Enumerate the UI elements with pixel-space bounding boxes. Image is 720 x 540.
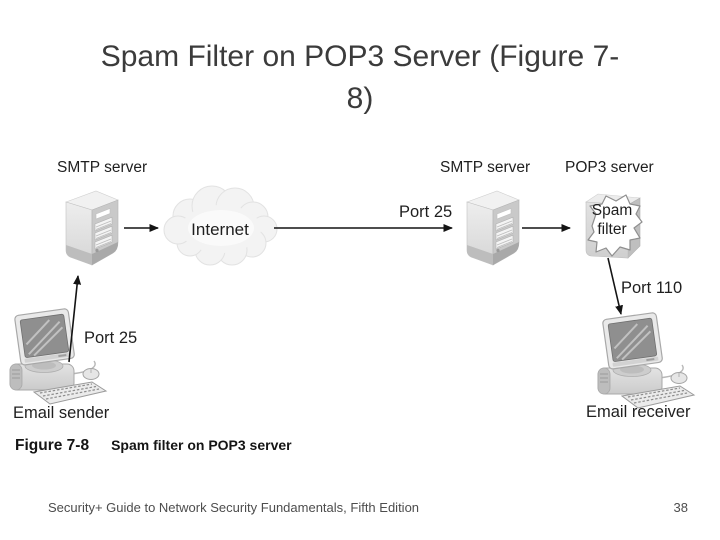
smtp-server-left-icon [65,190,119,266]
spam-filter-label: Spam filter [591,202,633,238]
pop3-server-label: POP3 server [565,159,654,176]
internet-cloud-icon [163,185,278,266]
slide-title: Spam Filter on POP3 Server (Figure 7- 8) [0,36,720,120]
port110-label: Port 110 [621,279,683,297]
footer-book-title: Security+ Guide to Network Security Fund… [48,500,420,515]
port25-internet-label: Port 25 [399,203,453,221]
smtp-server-left-label: SMTP server [57,159,148,176]
port25-sender-label: Port 25 [84,329,138,347]
smtp-server-right-label: SMTP server [440,159,531,176]
email-sender-computer-icon [9,307,107,405]
figure-caption-text: Spam filter on POP3 server [111,437,292,453]
internet-label: Internet [191,220,249,239]
email-receiver-computer-icon [597,311,695,409]
pop3-server-icon [585,193,643,259]
smtp-server-right-icon [466,190,520,266]
email-sender-label: Email sender [13,404,110,422]
spam-filter-blob [587,194,643,257]
slide-title-line2: 8) [346,82,374,115]
arrow-sender-to-smtp [68,275,82,363]
arrow-pop3-to-receiver [607,257,623,315]
slide-title-line1: Spam Filter on POP3 Server (Figure 7- [100,40,620,73]
figure-caption-number: Figure 7-8 [15,437,90,454]
figure-caption: Figure 7-8 Spam filter on POP3 server [15,437,292,455]
page-number: 38 [673,500,688,515]
email-receiver-label: Email receiver [586,403,691,421]
